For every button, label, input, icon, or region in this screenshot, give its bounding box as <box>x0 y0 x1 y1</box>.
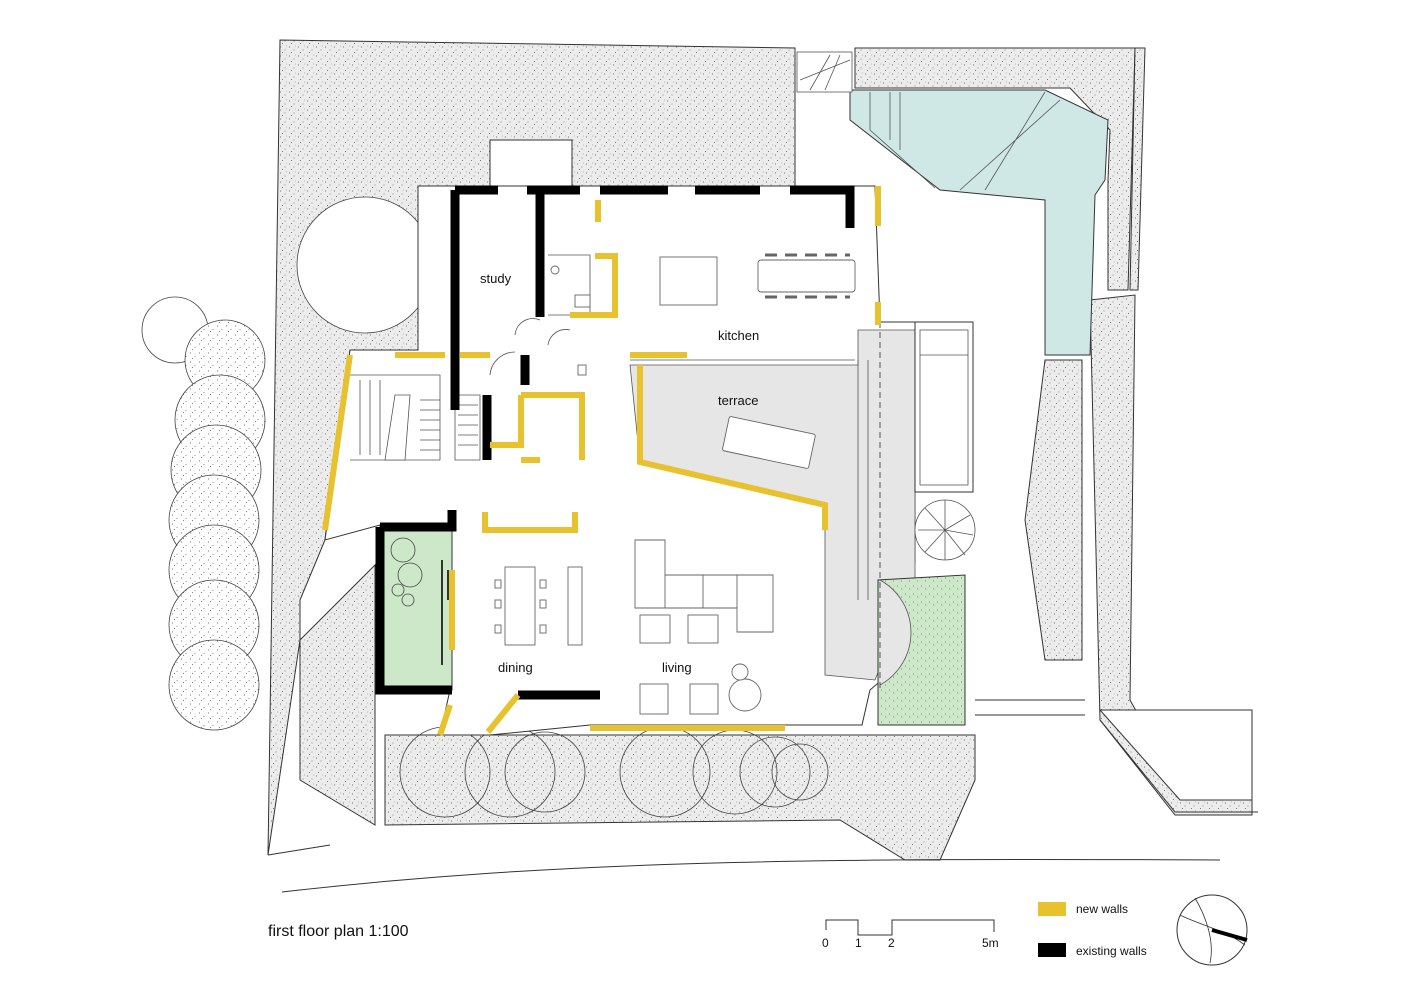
scale-tick-0: 0 <box>822 936 829 950</box>
room-label-dining: dining <box>498 660 533 675</box>
legend-swatch-new-walls <box>1038 902 1066 916</box>
room-label-study: study <box>480 271 512 286</box>
legend: new walls existing walls <box>1038 902 1147 958</box>
scale-tick-2: 2 <box>888 936 895 950</box>
room-label-living: living <box>662 660 692 675</box>
compass-circle-icon <box>1176 894 1248 966</box>
scale-tick-5m: 5m <box>982 936 999 950</box>
site-landscape <box>141 39 1258 893</box>
legend-swatch-existing-walls <box>1038 943 1066 957</box>
room-label-terrace: terrace <box>718 393 758 408</box>
scale-bar: 0 1 2 5m <box>822 919 999 950</box>
building-floor <box>322 51 976 736</box>
scale-tick-1: 1 <box>855 936 862 950</box>
room-label-kitchen: kitchen <box>718 328 759 343</box>
plan-title: first floor plan 1:100 <box>268 923 409 940</box>
legend-label-new-walls: new walls <box>1076 902 1128 916</box>
legend-label-existing-walls: existing walls <box>1076 944 1147 958</box>
